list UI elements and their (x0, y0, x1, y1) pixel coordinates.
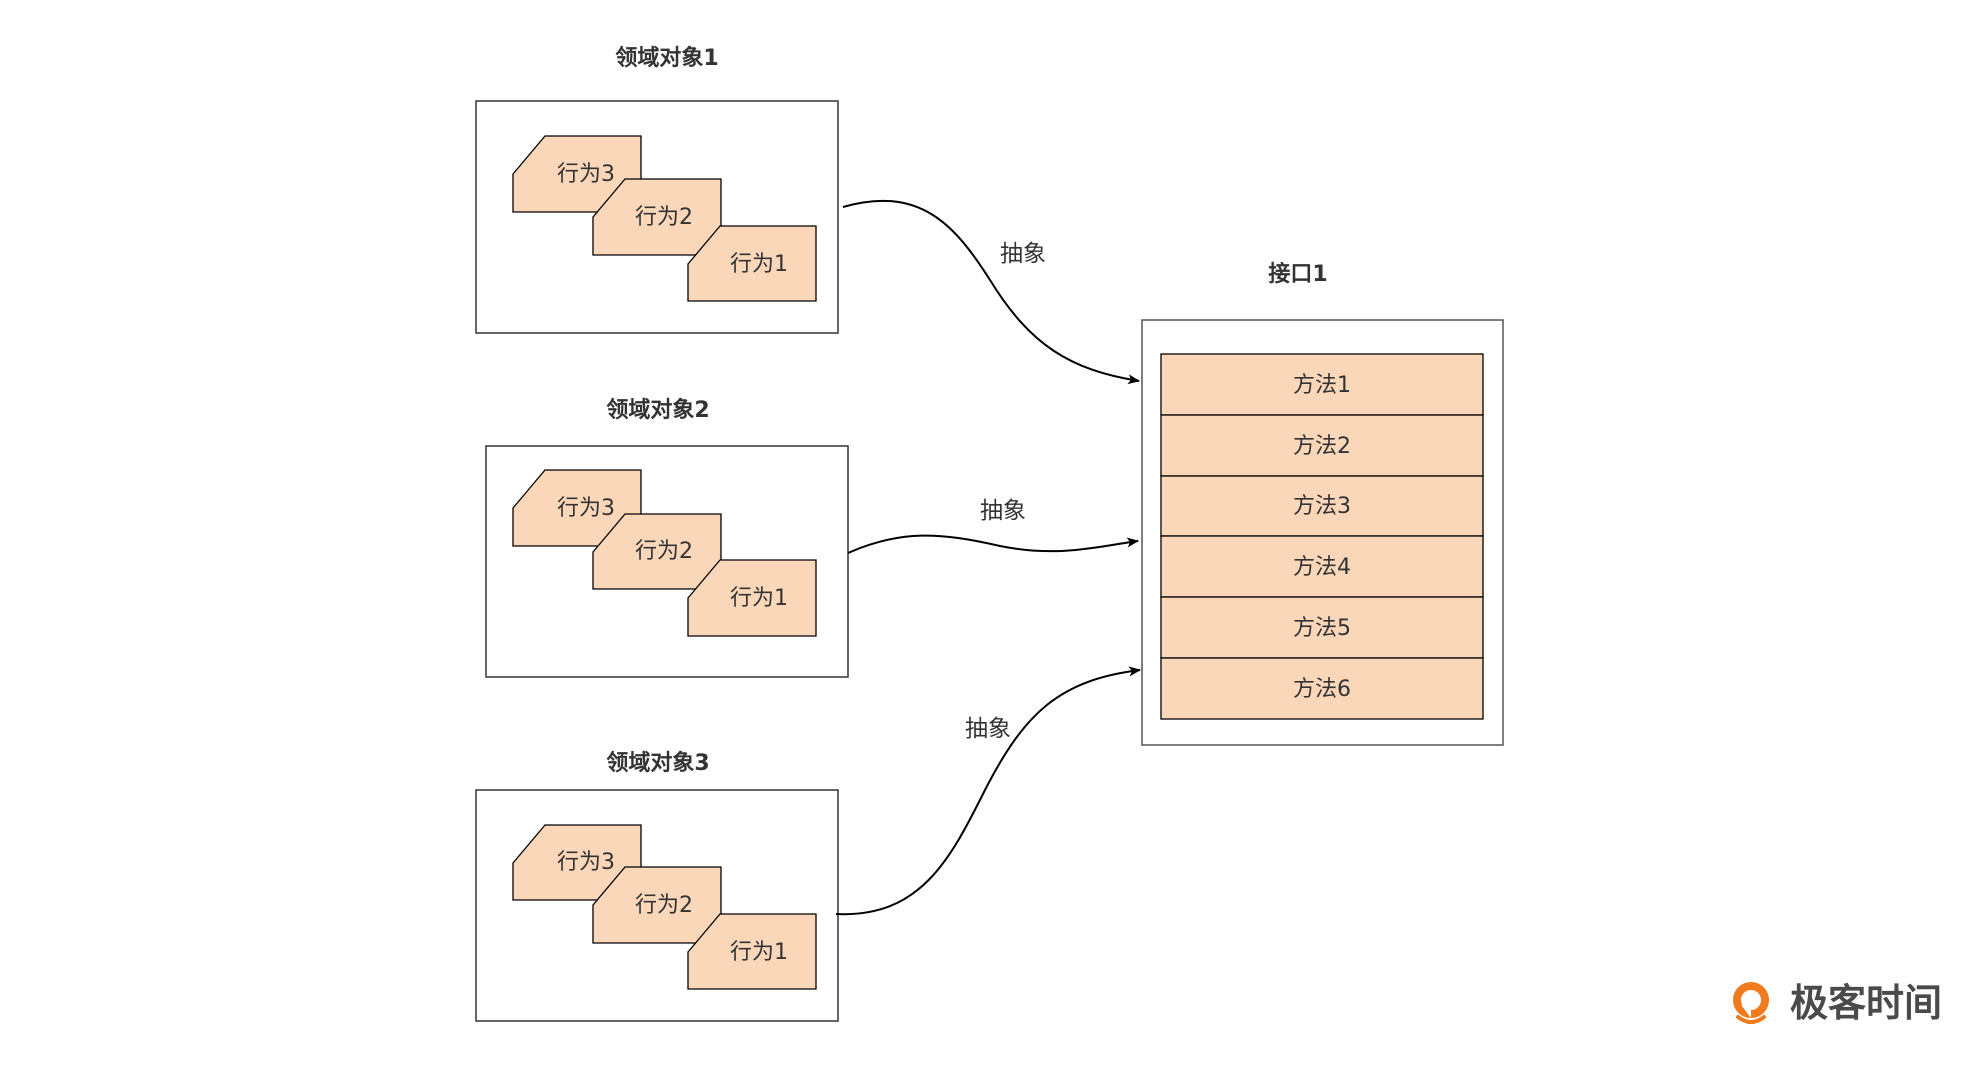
behavior-label: 行为3 (557, 496, 615, 521)
behavior-label: 行为2 (635, 539, 693, 564)
geektime-logo-icon (1733, 982, 1769, 1024)
behavior-1[interactable]: 行为1 (687, 559, 817, 637)
domain-object-2[interactable]: 领域对象2 行为3 行为2 行为1 (485, 397, 849, 678)
behavior-3[interactable]: 行为3 (512, 824, 642, 901)
edge-3[interactable]: 抽象 (835, 666, 1141, 916)
behavior-label: 行为2 (635, 893, 693, 918)
method-label: 方法1 (1293, 373, 1351, 398)
method-label: 方法3 (1293, 494, 1351, 519)
domain-object-3[interactable]: 领域对象3 行为3 行为2 行为1 (475, 750, 839, 1022)
method-label: 方法4 (1293, 555, 1351, 580)
method-label: 方法5 (1293, 616, 1351, 641)
abstraction-arrow (835, 666, 1141, 916)
behavior-3[interactable]: 行为3 (512, 469, 642, 547)
interface-title: 接口1 (1268, 262, 1327, 287)
edge-label: 抽象 (980, 498, 1026, 524)
domain-object-title: 领域对象2 (606, 397, 709, 423)
method-label: 方法2 (1293, 434, 1351, 459)
geektime-logo: 极客时间 (1733, 981, 1942, 1025)
domain-object-title: 领域对象3 (606, 750, 709, 776)
method-5[interactable]: 方法5 (1160, 596, 1484, 659)
method-6[interactable]: 方法6 (1160, 657, 1484, 720)
domain-object-title: 领域对象1 (615, 45, 718, 71)
behavior-label: 行为3 (557, 162, 615, 187)
behavior-2[interactable]: 行为2 (592, 178, 722, 256)
behavior-3[interactable]: 行为3 (512, 135, 642, 213)
domain-object-1[interactable]: 领域对象1 行为3 行为2 行为1 (475, 45, 839, 334)
logo-text: 极客时间 (1790, 981, 1942, 1025)
method-4[interactable]: 方法4 (1160, 535, 1484, 598)
edge-2[interactable]: 抽象 (847, 498, 1139, 554)
edge-label: 抽象 (965, 716, 1011, 742)
behavior-1[interactable]: 行为1 (687, 913, 817, 990)
behavior-2[interactable]: 行为2 (592, 513, 722, 590)
edge-1[interactable]: 抽象 (842, 199, 1140, 385)
method-label: 方法6 (1293, 677, 1351, 702)
behavior-label: 行为3 (557, 850, 615, 875)
edge-label: 抽象 (1000, 241, 1046, 267)
behavior-label: 行为1 (730, 940, 788, 965)
behavior-2[interactable]: 行为2 (592, 866, 722, 944)
method-2[interactable]: 方法2 (1160, 414, 1484, 477)
behavior-label: 行为2 (635, 205, 693, 230)
interface-1[interactable]: 接口1 方法1 方法2 方法3 方法4 方法5 方法6 (1141, 262, 1504, 746)
abstraction-arrow (847, 534, 1139, 554)
abstraction-arrow (842, 199, 1140, 385)
method-1[interactable]: 方法1 (1160, 353, 1484, 416)
behavior-label: 行为1 (730, 586, 788, 611)
behavior-1[interactable]: 行为1 (687, 225, 817, 302)
behavior-label: 行为1 (730, 252, 788, 277)
method-3[interactable]: 方法3 (1160, 475, 1484, 537)
